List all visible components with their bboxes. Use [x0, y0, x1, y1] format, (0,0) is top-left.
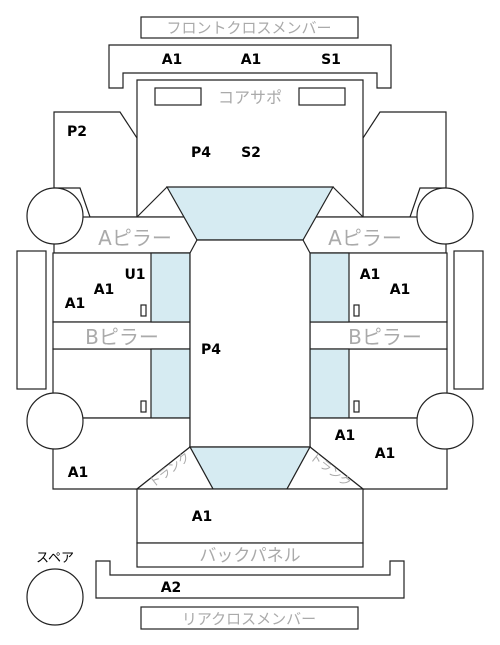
grade-trunk-lid: A1 — [192, 509, 213, 525]
rear-left-door-glass — [150, 348, 191, 419]
core-support-label: コアサポ — [218, 88, 282, 107]
b-pillar-left-label: Bピラー — [85, 325, 159, 349]
cabin-roof-outline — [136, 186, 364, 218]
rear-left-wheel — [26, 392, 84, 450]
rear-left-handle — [140, 400, 147, 413]
grade-front-right-door-a1-left: A1 — [360, 267, 381, 283]
grade-front-left-door-a1-lower: A1 — [65, 296, 86, 312]
grade-front-cross-mid: A1 — [241, 52, 262, 68]
rear-cross-member-box — [140, 606, 359, 630]
grade-rear-right-door-a1-upper: A1 — [335, 428, 356, 444]
a-pillar-right-label: Aピラー — [328, 226, 402, 250]
grade-front-cross-right: S1 — [321, 52, 341, 68]
right-side-sill — [453, 250, 484, 390]
front-cross-member-box — [140, 16, 359, 39]
rear-bumper-outline — [95, 560, 405, 599]
grade-front-right-door-a1-right: A1 — [390, 282, 411, 298]
spare-label: スペア — [36, 551, 74, 566]
front-bumper-outline — [108, 44, 392, 89]
trunk-lid — [136, 488, 364, 544]
grade-rear-left-quarter: A1 — [68, 465, 89, 481]
front-left-handle — [140, 304, 147, 317]
grade-front-left-door-u1: U1 — [124, 267, 145, 283]
rear-cross-member-label: リアクロスメンバー — [182, 610, 316, 628]
front-right-handle — [353, 304, 360, 317]
back-panel-label: バックパネル — [199, 546, 300, 566]
b-pillar-right-band — [309, 321, 448, 350]
front-cross-member-label: フロントクロスメンバー — [166, 19, 331, 37]
left-side-sill — [16, 250, 47, 390]
front-left-wheel — [26, 187, 84, 245]
b-pillar-right-label: Bピラー — [348, 325, 422, 349]
rear-right-handle — [353, 400, 360, 413]
front-right-wheel — [416, 187, 474, 245]
headlight-left — [154, 87, 202, 106]
b-pillar-left-band — [52, 321, 191, 350]
rear-right-wheel — [416, 392, 474, 450]
back-panel-box — [136, 542, 364, 568]
grade-front-cross-left: A1 — [162, 52, 183, 68]
rear-right-door-glass — [309, 348, 350, 419]
front-right-door-glass — [309, 252, 350, 323]
front-left-door-glass — [150, 252, 191, 323]
grade-roof: P4 — [201, 342, 221, 358]
windshield — [165, 186, 335, 241]
grade-hood-left: P4 — [191, 145, 211, 161]
grade-front-left-door-a1-upper: A1 — [94, 282, 115, 298]
grade-rear-right-door-a1-lower: A1 — [375, 446, 396, 462]
grade-front-left-fender: P2 — [67, 124, 87, 140]
headlight-right — [298, 87, 346, 106]
grade-rear-cross: A2 — [161, 580, 182, 596]
a-pillar-left-label: Aピラー — [98, 226, 172, 250]
spare-tire — [26, 568, 84, 626]
grade-hood-right: S2 — [241, 145, 261, 161]
